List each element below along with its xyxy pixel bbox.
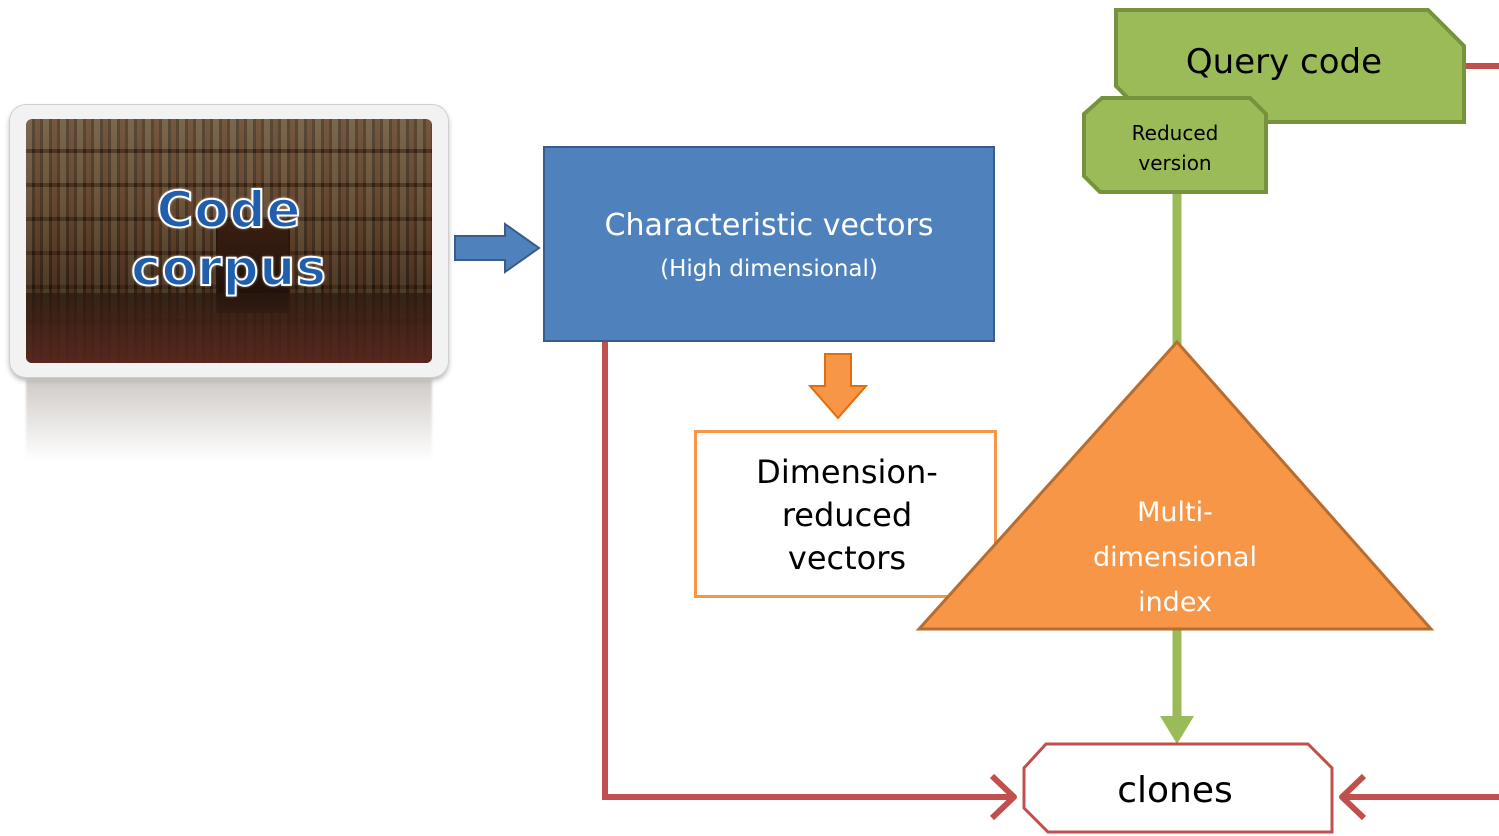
query-to-clones-arrowhead bbox=[1339, 773, 1367, 821]
characteristic-vectors-box: Characteristic vectors (High dimensional… bbox=[543, 146, 995, 342]
index-to-clones-arrowhead bbox=[1160, 716, 1194, 744]
index-line3: index bbox=[1138, 587, 1212, 618]
characteristic-vectors-title: Characteristic vectors bbox=[604, 208, 934, 243]
code-corpus-label: Code corpus bbox=[26, 180, 432, 298]
characteristic-vectors-subtitle: (High dimensional) bbox=[660, 256, 878, 282]
reduced-version-line1: Reduced bbox=[1131, 121, 1219, 145]
query-code-box bbox=[1114, 8, 1466, 124]
dimension-reduced-vectors-label: Dimension- reduced vectors bbox=[737, 451, 957, 580]
code-corpus-label-line2: corpus bbox=[130, 238, 327, 298]
char-to-clones-arrowhead bbox=[989, 773, 1017, 821]
library-photo: Code corpus bbox=[26, 119, 432, 363]
query-code-label: Query code bbox=[1185, 42, 1383, 82]
code-corpus-label-line1: Code bbox=[156, 180, 302, 240]
multidimensional-index-label: Multi- dimensional index bbox=[1090, 490, 1260, 625]
index-line2: dimensional bbox=[1093, 542, 1257, 573]
code-corpus-card: Code corpus bbox=[10, 105, 448, 377]
dimension-reduced-line1: Dimension- bbox=[756, 453, 938, 491]
dimension-reduced-vectors-box: Dimension- reduced vectors bbox=[694, 430, 997, 598]
query-code-shapes bbox=[1082, 8, 1466, 194]
index-line1: Multi- bbox=[1137, 497, 1213, 528]
dimension-reduced-line3: vectors bbox=[787, 539, 907, 577]
vectors-to-reduced-arrow bbox=[808, 353, 868, 420]
reduced-version-line2: version bbox=[1138, 151, 1212, 175]
reduced-version-box bbox=[1082, 96, 1268, 194]
reduced-version-label: Reduced version bbox=[1090, 118, 1260, 178]
library-floor bbox=[26, 293, 432, 363]
clones-box bbox=[1022, 742, 1334, 834]
corpus-to-vectors-arrow bbox=[454, 222, 541, 274]
multidimensional-index-shape bbox=[915, 339, 1435, 631]
clones-label: clones bbox=[1117, 770, 1233, 811]
char-to-clones-connector bbox=[602, 342, 1012, 800]
dimension-reduced-line2: reduced bbox=[781, 496, 913, 534]
code-corpus-reflection bbox=[26, 380, 432, 470]
